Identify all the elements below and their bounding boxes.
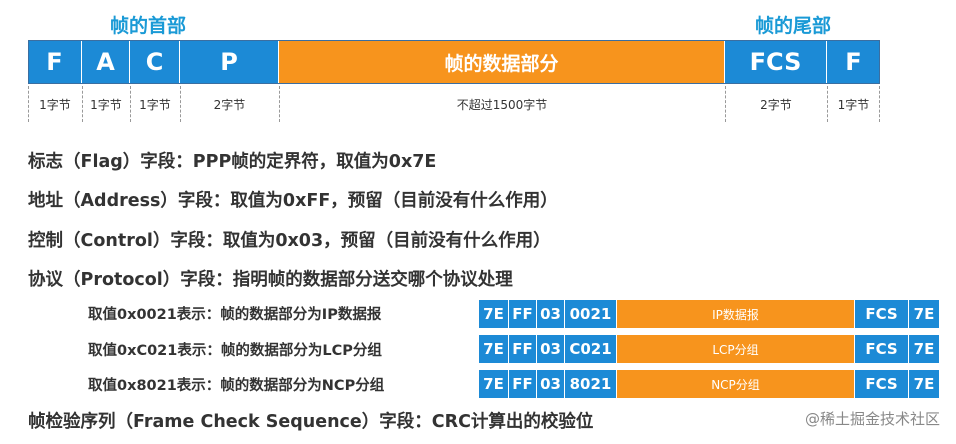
divider <box>28 86 29 122</box>
example-lcp-frame: 7E FF 03 C021 LCP分组 FCS 7E <box>479 335 939 363</box>
size-address: 1字节 <box>90 98 122 112</box>
size-flag-start: 1字节 <box>39 98 71 112</box>
cell-flag: 7E <box>479 300 509 328</box>
cell-data: NCP分组 <box>617 370 855 398</box>
cell-flag-end: 7E <box>909 300 939 328</box>
divider <box>725 86 726 122</box>
cell-control: 03 <box>537 300 565 328</box>
field-address: A <box>82 40 130 84</box>
desc-control: 控制（Control）字段：取值为0x03，预留（目前没有什么作用） <box>28 231 551 251</box>
example-lcp-text: 取值0xC021表示：帧的数据部分为LCP分组 <box>88 343 382 359</box>
example-ip-frame: 7E FF 03 0021 IP数据报 FCS 7E <box>479 300 939 328</box>
cell-fcs: FCS <box>855 335 909 363</box>
cell-protocol: C021 <box>565 335 617 363</box>
field-control: C <box>130 40 180 84</box>
desc-address: 地址（Address）字段：取值为0xFF，预留（目前没有什么作用） <box>28 191 558 211</box>
field-data: 帧的数据部分 <box>279 40 725 84</box>
cell-fcs: FCS <box>855 300 909 328</box>
field-flag-start: F <box>28 40 82 84</box>
divider <box>879 86 880 122</box>
cell-flag-end: 7E <box>909 370 939 398</box>
cell-fcs: FCS <box>855 370 909 398</box>
size-fcs: 2字节 <box>760 98 792 112</box>
desc-protocol: 协议（Protocol）字段：指明帧的数据部分送交哪个协议处理 <box>28 270 513 290</box>
desc-fcs: 帧检验序列（Frame Check Sequence）字段：CRC计算出的校验位 <box>28 412 594 432</box>
example-ncp-text: 取值0x8021表示：帧的数据部分为NCP分组 <box>88 378 385 394</box>
cell-protocol: 8021 <box>565 370 617 398</box>
watermark: @稀土掘金技术社区 <box>804 410 940 428</box>
divider <box>130 86 131 122</box>
divider <box>827 86 828 122</box>
cell-data: IP数据报 <box>617 300 855 328</box>
frame-trailer-label: 帧的尾部 <box>755 15 832 37</box>
cell-protocol: 0021 <box>565 300 617 328</box>
size-control: 1字节 <box>139 98 171 112</box>
cell-address: FF <box>509 335 537 363</box>
ppp-frame: F A C P 帧的数据部分 FCS F <box>28 40 880 84</box>
cell-flag-end: 7E <box>909 335 939 363</box>
size-data: 不超过1500字节 <box>456 98 548 112</box>
frame-header-label: 帧的首部 <box>110 15 187 37</box>
cell-flag: 7E <box>479 335 509 363</box>
cell-control: 03 <box>537 370 565 398</box>
divider <box>279 86 280 122</box>
example-ncp-frame: 7E FF 03 8021 NCP分组 FCS 7E <box>479 370 939 398</box>
example-ip-text: 取值0x0021表示：帧的数据部分为IP数据报 <box>88 307 382 323</box>
size-flag-end: 1字节 <box>837 98 870 112</box>
field-flag-end: F <box>827 40 880 84</box>
desc-flag: 标志（Flag）字段：PPP帧的定界符，取值为0x7E <box>28 152 437 172</box>
cell-flag: 7E <box>479 370 509 398</box>
size-protocol: 2字节 <box>213 98 246 112</box>
cell-address: FF <box>509 300 537 328</box>
cell-address: FF <box>509 370 537 398</box>
cell-control: 03 <box>537 335 565 363</box>
field-protocol: P <box>180 40 279 84</box>
field-fcs: FCS <box>725 40 827 84</box>
divider <box>180 86 181 122</box>
divider <box>82 86 83 122</box>
cell-data: LCP分组 <box>617 335 855 363</box>
